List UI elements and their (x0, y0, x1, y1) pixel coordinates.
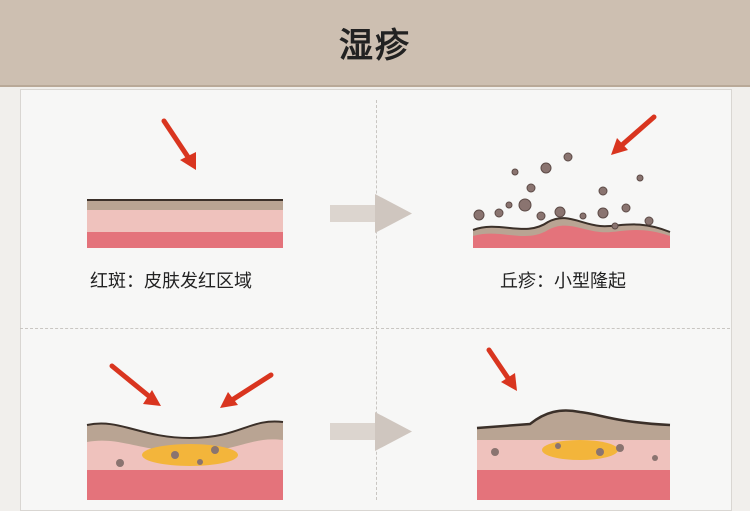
papule-label: 丘疹：小型隆起 (500, 271, 626, 292)
papule-particles (473, 152, 654, 230)
page-title: 湿疹 (339, 26, 411, 66)
flow-arrow-icon (330, 412, 412, 451)
vertical-divider (376, 100, 377, 500)
erythema-skin-layers (87, 199, 283, 248)
red-arrow-icon (486, 347, 517, 391)
papule-skin-layers (472, 217, 671, 248)
header-bar: 湿疹 (0, 0, 750, 87)
red-arrow-icon (109, 363, 161, 406)
crust-skin-layers (476, 409, 671, 500)
horizontal-divider (20, 328, 730, 329)
red-arrow-icon (161, 118, 196, 170)
red-arrow-icon (611, 114, 657, 155)
erythema-label: 红斑：皮肤发红区域 (90, 271, 252, 292)
flow-arrow-icon (330, 194, 412, 233)
red-arrow-icon (220, 372, 274, 408)
diagram-art (86, 114, 671, 500)
swelling-skin-layers (86, 420, 284, 500)
